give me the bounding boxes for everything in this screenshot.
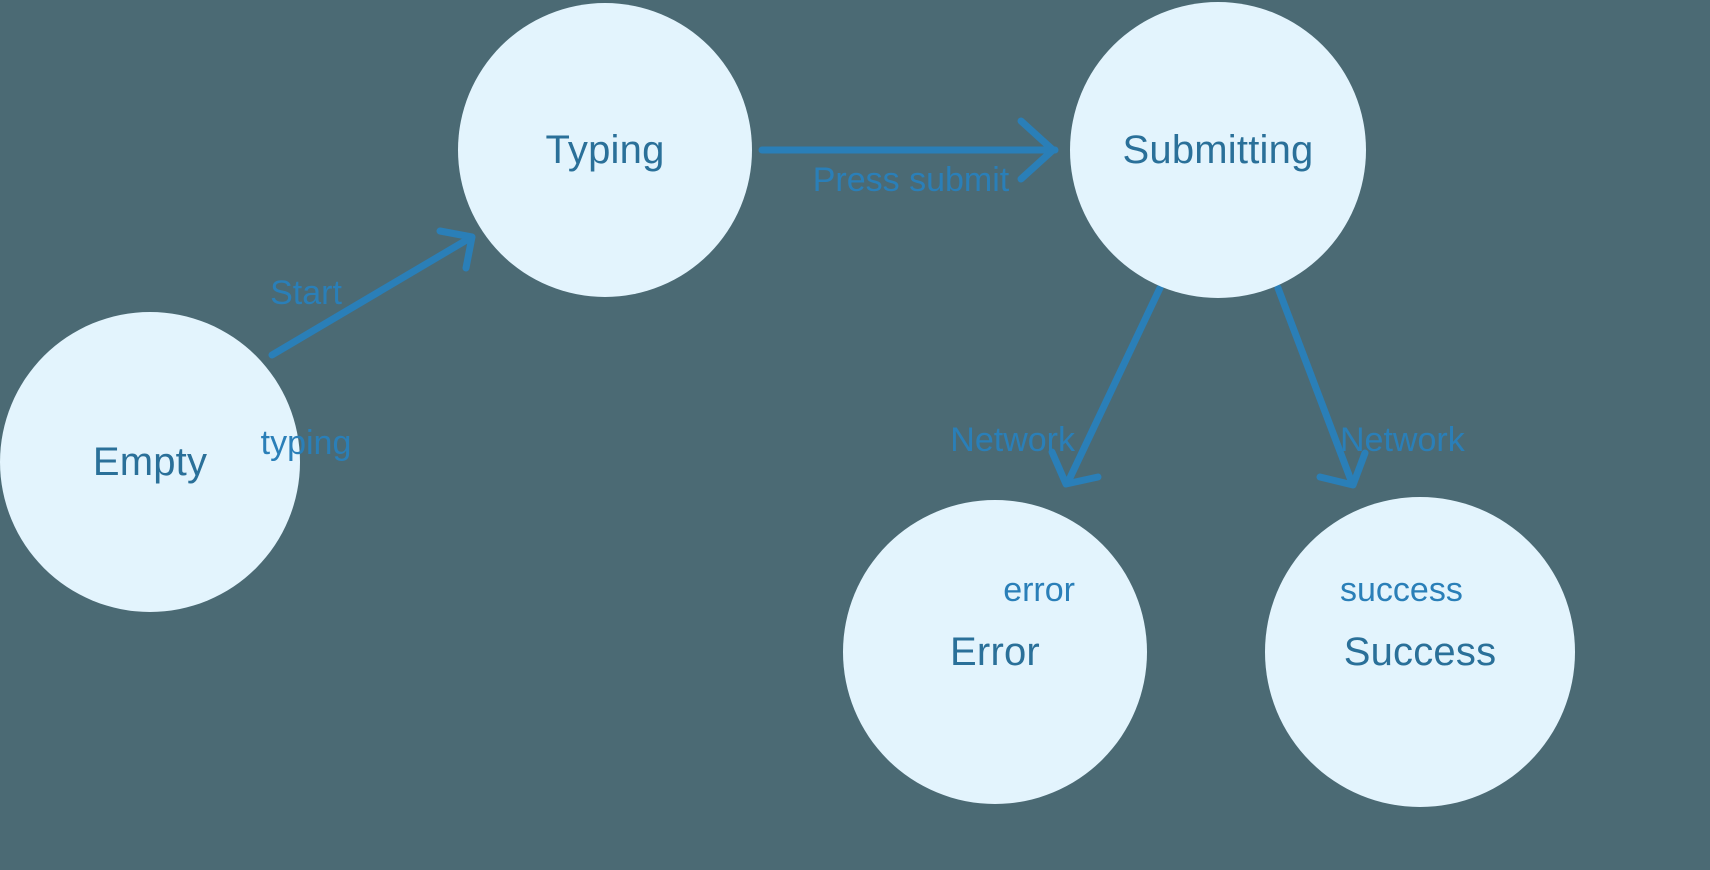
state-node-success[interactable]: Success (1265, 497, 1575, 807)
edge-typing-to-submitting (758, 117, 1059, 183)
edge-label-start-typing-line1: Start (270, 274, 342, 312)
edge-submitting-to-error-arrowhead (1048, 448, 1102, 488)
edge-label-network-success-line2: success (1340, 571, 1463, 609)
state-node-empty-label: Empty (92, 439, 208, 484)
edge-label-network-success-line1: Network (1340, 421, 1465, 459)
edge-label-network-error-line1: Network (950, 421, 1075, 459)
state-node-submitting-label: Submitting (1122, 127, 1314, 172)
edge-empty-to-typing-line (268, 234, 474, 359)
edge-submitting-to-error-line (1064, 284, 1164, 486)
edge-label-press-submit: Press submit (786, 55, 1036, 305)
state-node-error-label: Error (950, 629, 1040, 674)
edge-empty-to-typing-arrowhead (436, 227, 476, 272)
edge-label-network-error: Network error (855, 315, 1075, 715)
edge-submitting-to-success-line (1274, 284, 1356, 487)
edge-typing-to-submitting-arrowhead (1017, 117, 1057, 183)
state-node-error[interactable]: Error (843, 500, 1147, 804)
edge-submitting-to-success-arrowhead (1316, 449, 1369, 489)
edge-label-network-error-line2: error (1003, 571, 1075, 609)
state-node-typing-label: Typing (545, 127, 665, 172)
state-node-success-label: Success (1343, 629, 1497, 674)
state-node-typing[interactable]: Typing (458, 3, 752, 297)
edge-label-press-submit-line1: Press submit (812, 161, 1010, 199)
edge-label-network-success: Network success (1340, 315, 1600, 715)
edge-empty-to-typing (268, 227, 476, 359)
state-node-empty[interactable]: Empty (0, 312, 300, 612)
edge-label-start-typing: Start typing (236, 168, 376, 568)
edge-submitting-to-success (1274, 284, 1369, 489)
state-node-submitting[interactable]: Submitting (1070, 2, 1366, 298)
edge-submitting-to-error (1048, 284, 1164, 488)
edge-label-start-typing-line2: typing (260, 424, 352, 462)
